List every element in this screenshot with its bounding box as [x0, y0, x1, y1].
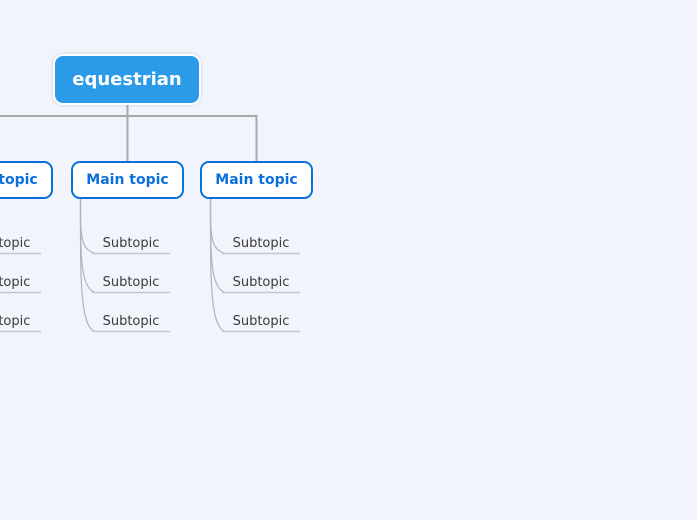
branch-connector-curves — [79, 199, 226, 333]
main-topic-label: Main topic — [86, 172, 169, 188]
root-node[interactable]: equestrian — [53, 54, 201, 105]
main-topic-node-3[interactable]: Main topic — [200, 161, 313, 199]
subtopic-node[interactable]: Subtopic — [232, 275, 290, 290]
main-topic-node-1[interactable]: Main topic — [0, 161, 53, 199]
subtopic-node[interactable]: Subtopic — [0, 275, 31, 290]
subtopic-node[interactable]: Subtopic — [102, 314, 160, 329]
subtopic-underlines — [0, 252, 300, 333]
subtopic-node[interactable]: Subtopic — [102, 236, 160, 251]
subtopic-node[interactable]: Subtopic — [102, 275, 160, 290]
main-topic-label: Main topic — [0, 172, 38, 188]
subtopic-node[interactable]: Subtopic — [0, 314, 31, 329]
subtopic-node[interactable]: Subtopic — [232, 236, 290, 251]
tree-connector-lines — [0, 105, 258, 161]
root-node-label: equestrian — [72, 69, 182, 90]
subtopic-node[interactable]: Subtopic — [0, 236, 31, 251]
main-topic-node-2[interactable]: Main topic — [71, 161, 184, 199]
subtopic-node[interactable]: Subtopic — [232, 314, 290, 329]
main-topic-label: Main topic — [215, 172, 298, 188]
